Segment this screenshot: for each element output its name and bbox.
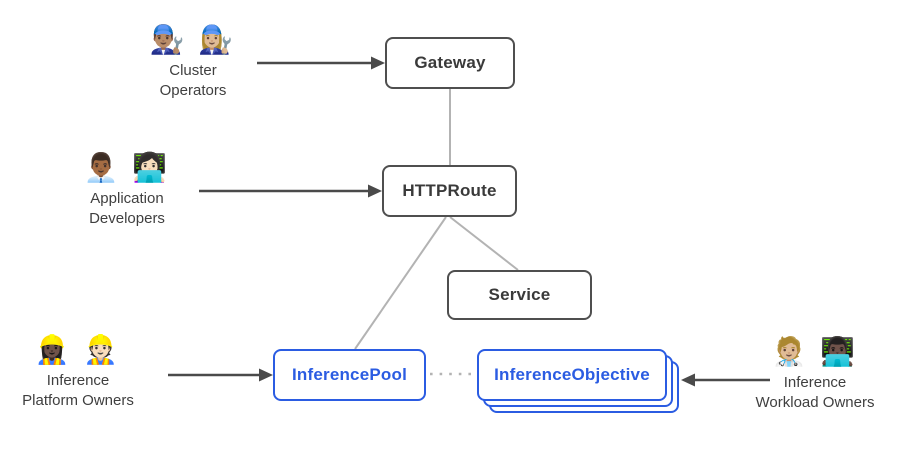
edge-httproute-inferencepool	[354, 216, 447, 350]
cluster-operators-label-line1: Cluster	[169, 62, 217, 79]
actor-inference-platform-owners: 👷🏿‍♀️ 👷🏻 Inference Platform Owners	[0, 332, 163, 412]
cluster-operators-label-line2: Operators	[159, 82, 227, 100]
application-developers-label-line2: Developers	[89, 210, 165, 228]
arrow-cluster-operators-to-gateway	[257, 56, 385, 70]
actor-application-developers: 👨🏾‍💼 👩🏻‍💻 Application Developers	[42, 150, 212, 230]
inference-workload-owners-label-line1: Inference	[783, 374, 847, 391]
actor-cluster-operators: 👨🏽‍🔧 👩🏼‍🔧 Cluster Operators	[108, 22, 278, 102]
actor-inference-workload-owners: 🧑🏼‍⚕️ 👨🏿‍💻 Inference Workload Owners	[730, 334, 900, 414]
cluster-operators-label: Cluster Operators	[108, 61, 278, 102]
node-inference-objective-stack: InferenceObjective	[477, 349, 679, 413]
arrow-application-developers-to-httproute	[199, 184, 382, 198]
node-inference-objective: InferenceObjective	[477, 349, 667, 401]
arrow-platform-owners-to-inferencepool	[168, 368, 273, 382]
node-service: Service	[447, 270, 592, 320]
edge-httproute-service	[449, 216, 519, 271]
node-inference-pool: InferencePool	[273, 349, 426, 401]
inference-platform-owners-label-line1: Inference	[46, 372, 110, 389]
node-gateway: Gateway	[385, 37, 515, 89]
inference-workload-owners-emoji: 🧑🏼‍⚕️ 👨🏿‍💻	[771, 336, 859, 367]
application-developers-emoji: 👨🏾‍💼 👩🏻‍💻	[83, 152, 171, 183]
inference-platform-owners-label: Inference Platform Owners	[0, 371, 163, 412]
application-developers-label: Application Developers	[42, 189, 212, 230]
inference-platform-owners-emoji: 👷🏿‍♀️ 👷🏻	[34, 334, 122, 365]
application-developers-label-line1: Application	[90, 190, 164, 207]
node-httproute: HTTPRoute	[382, 165, 517, 217]
inference-workload-owners-label-line2: Workload Owners	[755, 394, 875, 412]
inference-platform-owners-label-line2: Platform Owners	[22, 392, 134, 410]
cluster-operators-emoji: 👨🏽‍🔧 👩🏼‍🔧	[149, 24, 237, 55]
arrow-workload-owners-to-inferenceobjective	[681, 373, 770, 387]
inference-workload-owners-label: Inference Workload Owners	[730, 373, 900, 414]
